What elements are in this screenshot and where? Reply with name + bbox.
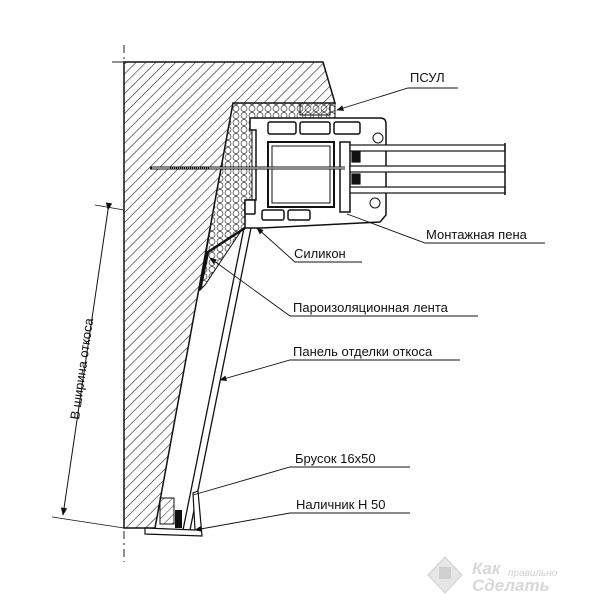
- label-slope-panel: Панель отделки откоса: [293, 344, 433, 359]
- label-casing: Наличник Н 50: [296, 497, 385, 512]
- psul-tape: [299, 102, 331, 116]
- svg-text:правильно: правильно: [508, 568, 558, 579]
- label-mounting-foam: Монтажная пена: [426, 227, 528, 242]
- glass-unit: [349, 143, 506, 195]
- label-vapor-tape: Пароизоляционная лента: [293, 300, 449, 315]
- label-silicone: Силикон: [294, 246, 346, 261]
- label-psul: ПСУЛ: [410, 70, 445, 85]
- label-bar: Брусок 16х50: [295, 451, 376, 466]
- wooden-bar: [159, 497, 175, 525]
- window-frame: [244, 117, 387, 229]
- svg-text:Сделать: Сделать: [472, 576, 550, 595]
- dimension-slope-width: В ширина откоса: [51, 202, 125, 529]
- dimension-label: В ширина откоса: [67, 316, 96, 420]
- site-logo: Как правильно Сделать: [427, 556, 558, 595]
- vapor-barrier-tape: [198, 226, 246, 291]
- svg-text:Как: Как: [472, 559, 502, 578]
